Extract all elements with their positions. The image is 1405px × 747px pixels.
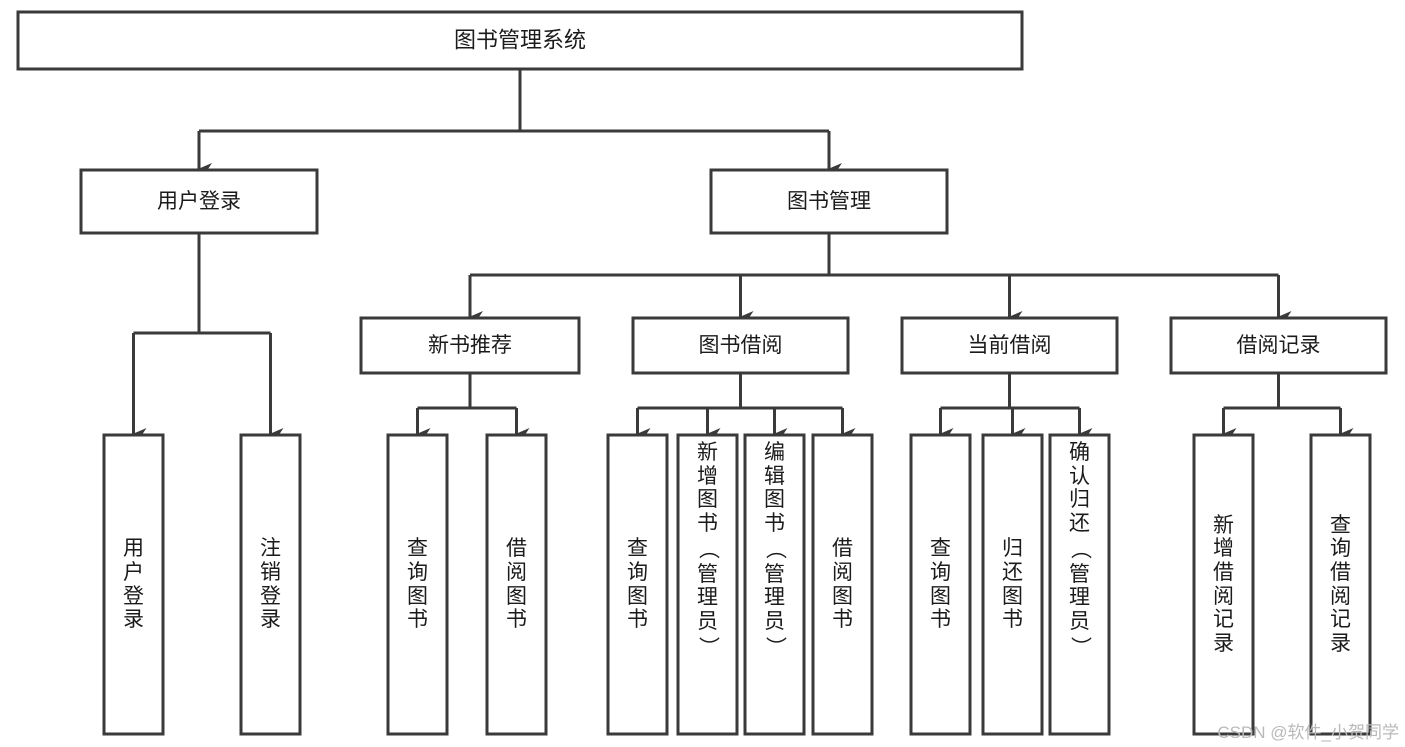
node-box-layer — [16, 10, 1388, 736]
node-level3-0[interactable] — [359, 316, 581, 375]
node-level3-label-3: 借阅记录 — [1237, 334, 1321, 357]
node-level2-label-0: 用户登录 — [157, 190, 241, 213]
leaf-current_borrow-0[interactable] — [909, 433, 972, 736]
node-root[interactable] — [16, 10, 1024, 71]
leaf-borrow_record-0[interactable] — [1192, 433, 1255, 736]
leaf-book_borrow-1[interactable] — [676, 433, 739, 736]
node-level3-label-2: 当前借阅 — [968, 334, 1052, 357]
node-level3-2[interactable] — [900, 316, 1119, 375]
leaf-user_login-0[interactable] — [102, 433, 165, 736]
watermark: CSDN @软件_小贺同学 — [1217, 723, 1399, 742]
connector-layer — [132, 69, 1354, 440]
node-level3-3[interactable] — [1169, 316, 1388, 375]
leaf-book_borrow-2[interactable] — [743, 433, 806, 736]
leaf-new_book-0[interactable] — [386, 433, 449, 736]
leaf-current_borrow-1[interactable] — [981, 433, 1044, 736]
node-level2-0[interactable] — [79, 168, 319, 235]
node-root-label: 图书管理系统 — [454, 27, 586, 52]
node-level3-label-1: 图书借阅 — [699, 334, 783, 357]
leaf-book_borrow-3[interactable] — [811, 433, 874, 736]
leaf-current_borrow-2[interactable] — [1048, 433, 1111, 736]
leaf-new_book-1[interactable] — [485, 433, 548, 736]
node-level3-1[interactable] — [631, 316, 850, 375]
node-level2-label-1: 图书管理 — [787, 190, 871, 213]
node-level2-1[interactable] — [709, 168, 949, 235]
leaf-book_borrow-0[interactable] — [606, 433, 669, 736]
node-level3-label-0: 新书推荐 — [428, 334, 512, 357]
leaf-borrow_record-1[interactable] — [1309, 433, 1372, 736]
leaf-user_login-1[interactable] — [239, 433, 302, 736]
